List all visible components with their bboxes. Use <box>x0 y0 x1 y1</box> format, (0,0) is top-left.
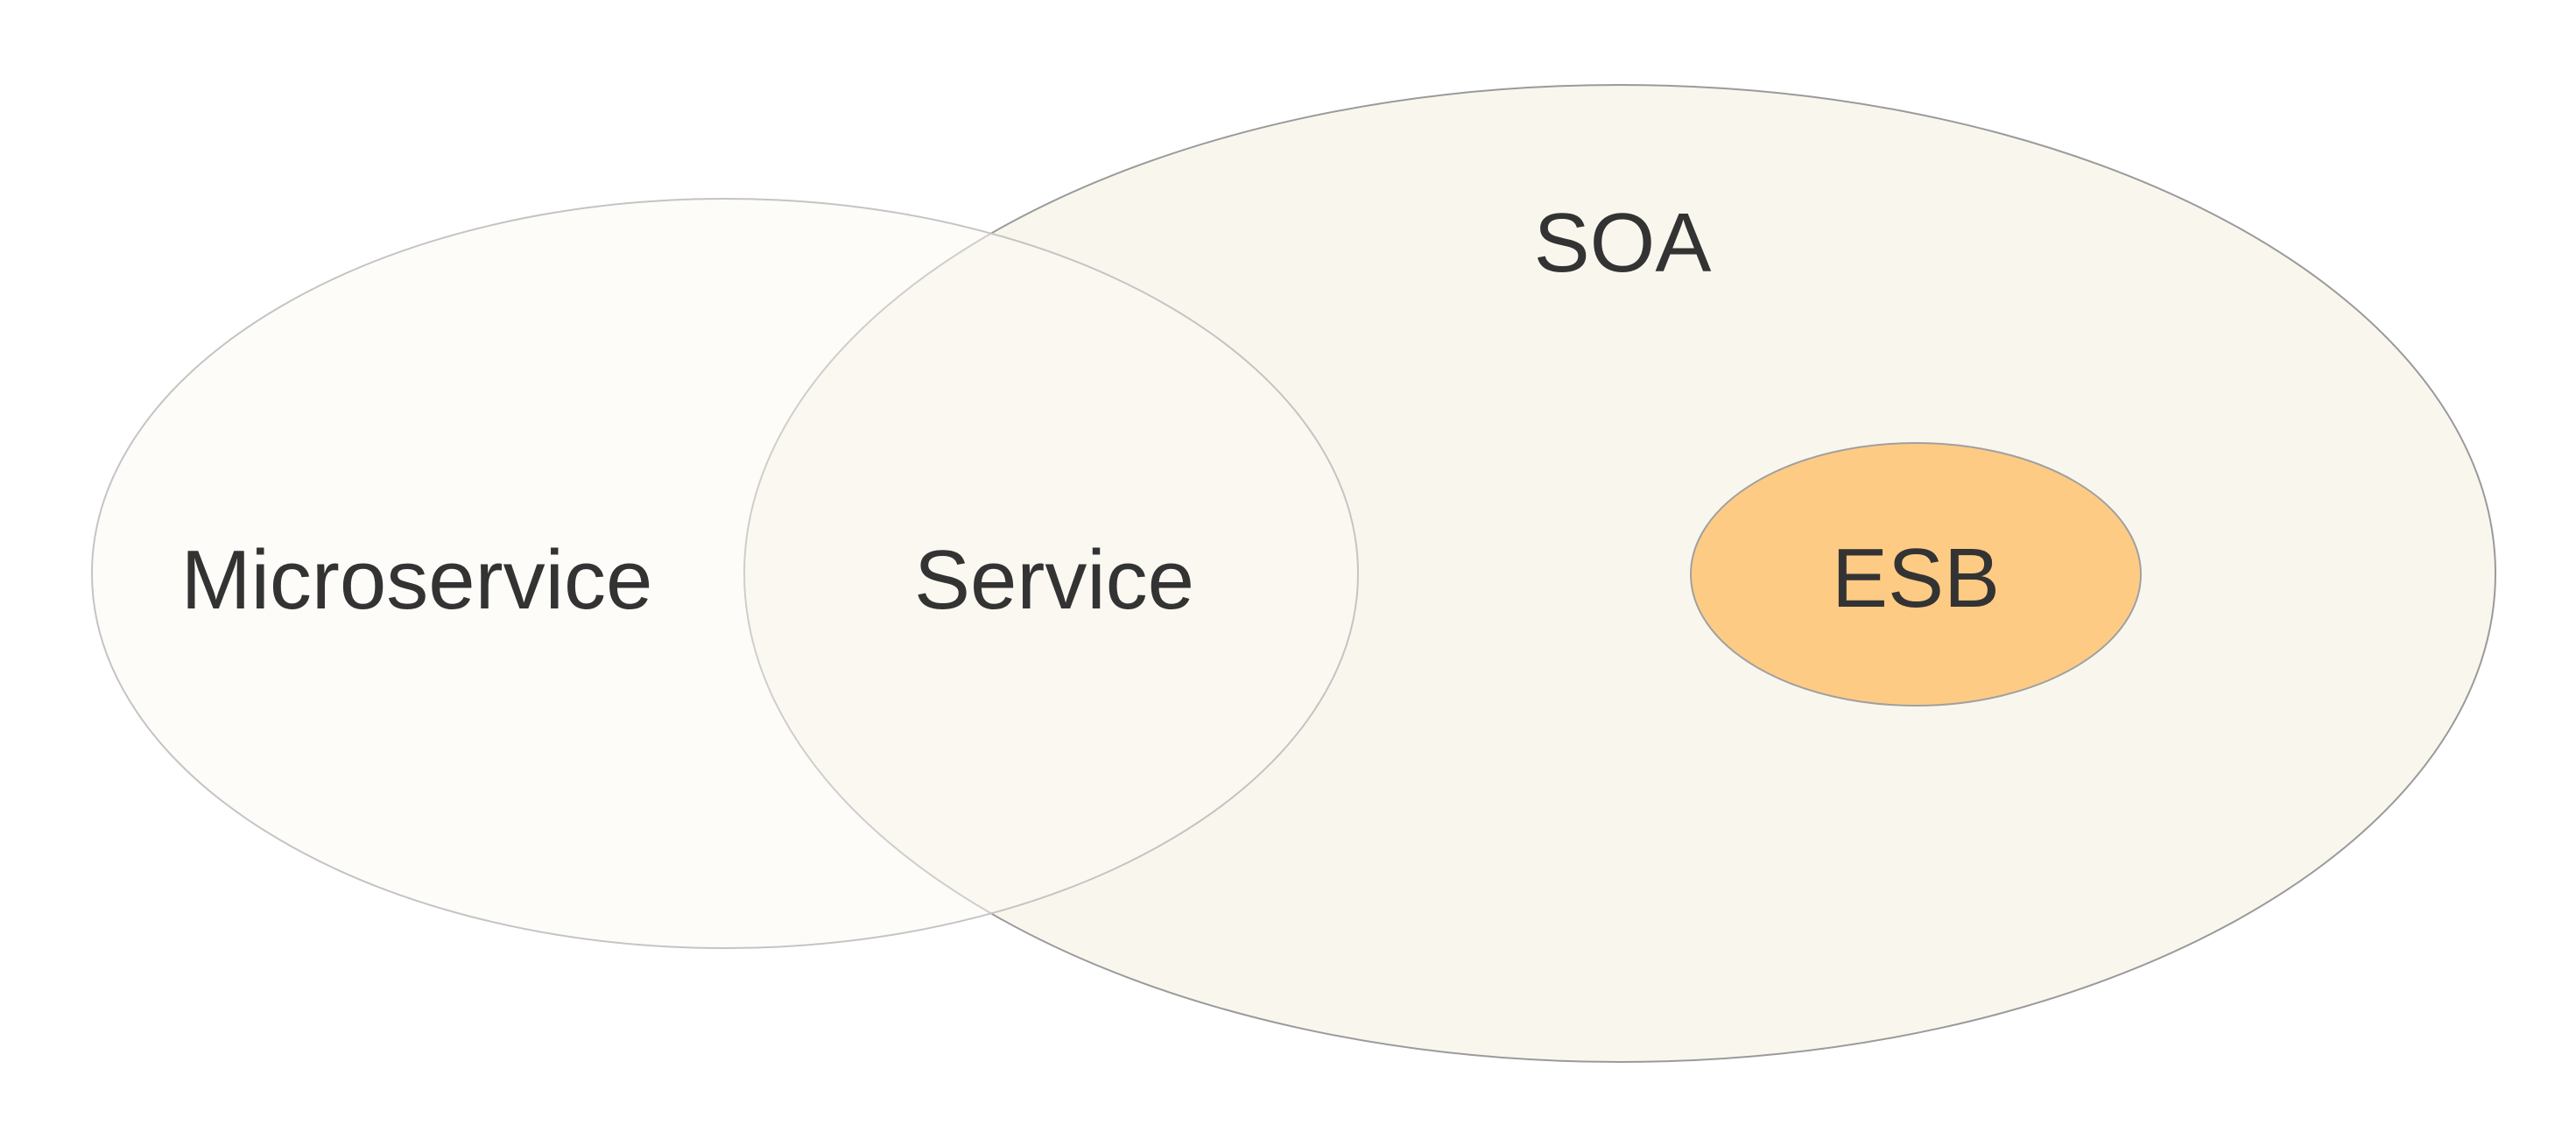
soa-label: SOA <box>1534 196 1712 290</box>
microservice-ellipse <box>91 198 1359 949</box>
esb-ellipse <box>1690 442 2142 707</box>
esb-label: ESB <box>1832 531 2000 625</box>
microservice-label: Microservice <box>181 533 653 627</box>
service-label: Service <box>914 533 1194 627</box>
